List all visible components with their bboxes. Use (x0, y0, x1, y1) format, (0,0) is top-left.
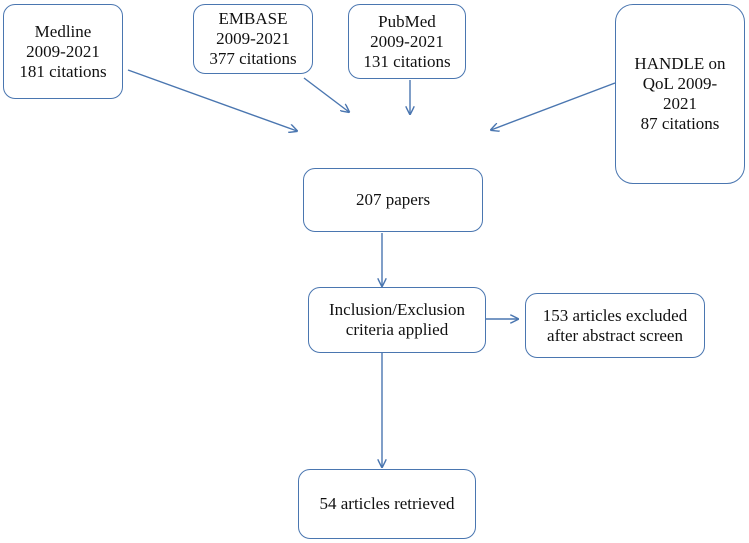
excluded-box: 153 articles excluded after abstract scr… (525, 293, 705, 358)
arrow-handle (491, 82, 616, 130)
medline-line-2: 2009-2021 (26, 41, 100, 61)
embase-source-box: EMBASE 2009-2021 377 citations (193, 4, 313, 74)
pubmed-line-1: PubMed (378, 11, 436, 31)
handle-line-3: 2021 (662, 94, 697, 113)
criteria-line-1: Inclusion/Exclusion (329, 300, 465, 319)
embase-line-3: 377 citations (209, 49, 297, 68)
pubmed-line-2: 2009-2021 (370, 31, 444, 51)
handle-source-box: HANDLE on QoL 2009- 2021 87 citations (615, 4, 745, 184)
retrieved-label: 54 articles retrieved (319, 494, 455, 513)
embase-line-2: 2009-2021 (216, 29, 290, 48)
excluded-line-1: 153 articles excluded (542, 305, 688, 325)
arrow-embase (303, 77, 349, 112)
excluded-line-2: after abstract screen (547, 325, 683, 345)
criteria-box: Inclusion/Exclusion criteria applied (308, 287, 486, 353)
papers-box: 207 papers (303, 168, 483, 232)
papers-label: 207 papers (355, 190, 431, 209)
pubmed-line-3: 131 citations (363, 51, 451, 71)
pubmed-source-box: PubMed 2009-2021 131 citations (348, 4, 466, 79)
criteria-line-2: criteria applied (345, 320, 449, 339)
medline-source-box: Medline 2009-2021 181 citations (3, 4, 123, 99)
medline-line-3: 181 citations (19, 61, 107, 81)
embase-line-1: EMBASE (218, 9, 288, 28)
handle-line-4: 87 citations (640, 114, 720, 133)
handle-line-1: HANDLE on (634, 54, 726, 73)
handle-line-2: QoL 2009- (642, 74, 718, 93)
arrow-medline (127, 69, 297, 131)
medline-line-1: Medline (34, 21, 92, 41)
retrieved-box: 54 articles retrieved (298, 469, 476, 539)
